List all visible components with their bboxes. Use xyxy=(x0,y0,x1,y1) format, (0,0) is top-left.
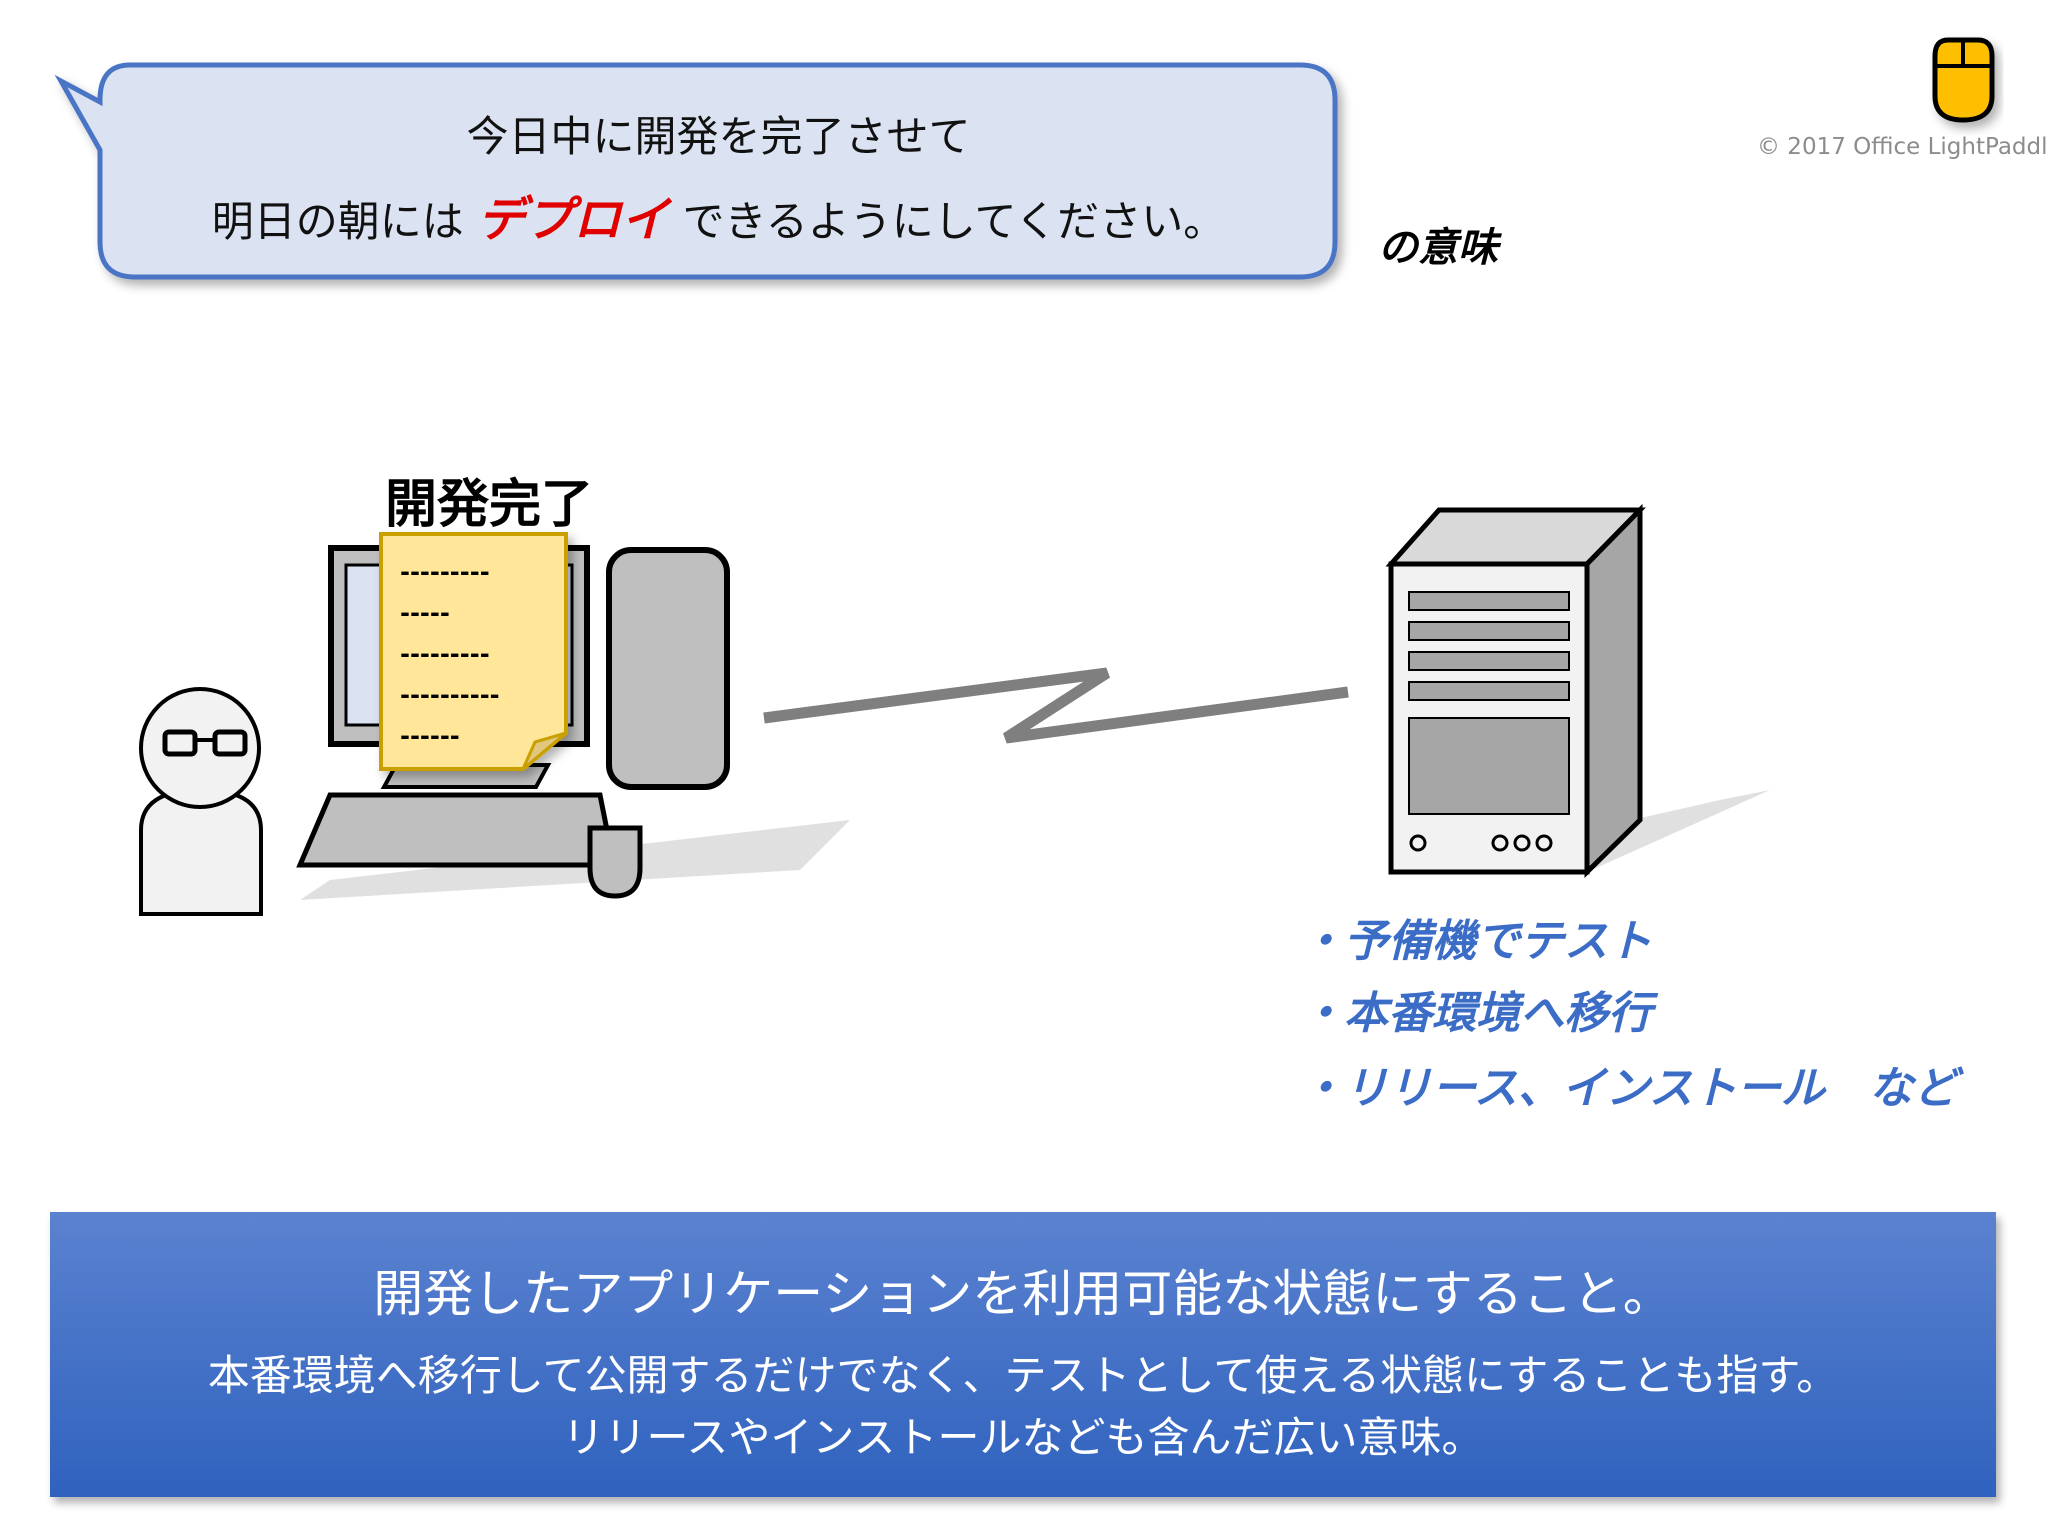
document-icon xyxy=(379,532,568,771)
network-connection-icon xyxy=(763,667,1349,744)
summary-line-3: リリースやインストールなども含んだ広い意味。 xyxy=(562,1413,1484,1462)
summary-line-2: 本番環境へ移行して公開するだけでなく、テストとして使える状態にすることも指す。 xyxy=(207,1351,1839,1400)
bullet-mark: ・ xyxy=(1300,916,1344,967)
keyboard-icon xyxy=(296,792,618,868)
copyright-text: © 2017 Office LightPaddle xyxy=(1757,134,2048,160)
summary-line-1: 開発したアプリケーションを利用可能な状態にすること。 xyxy=(373,1265,1673,1323)
bullet-text: 予備機でテスト xyxy=(1344,916,1652,967)
bullet-text: 本番環境へ移行 xyxy=(1344,988,1652,1039)
pc-tower-icon xyxy=(606,547,730,790)
doc-line: --------- xyxy=(400,558,490,586)
pc-mouse-icon xyxy=(587,825,643,899)
deploy-keyword: デプロイ xyxy=(477,192,670,248)
server-icon xyxy=(1385,503,1646,878)
bubble-line-1: 今日中に開発を完了させて xyxy=(466,112,971,161)
bullet-text: リリース、インストール など xyxy=(1344,1063,1957,1114)
doc-line: ----- xyxy=(400,599,450,627)
meaning-label: の意味 xyxy=(1378,225,1498,271)
bubble-line-2-before: 明日の朝には xyxy=(211,197,464,246)
doc-line: ---------- xyxy=(400,681,500,709)
bubble-line-2: 明日の朝には デプロイ できるようにしてください。 xyxy=(102,180,1335,250)
bullet-item: ・リリース、インストール など xyxy=(1300,1052,1957,1116)
dev-complete-label: 開発完了 xyxy=(385,475,594,535)
bullet-mark: ・ xyxy=(1300,1063,1344,1114)
doc-line: --------- xyxy=(400,640,490,668)
person-icon xyxy=(139,687,263,916)
bullet-mark: ・ xyxy=(1300,988,1344,1039)
bullet-item: ・本番環境へ移行 xyxy=(1300,977,1652,1041)
mouse-icon xyxy=(1932,37,1995,123)
speech-bubble xyxy=(54,62,1338,280)
summary-banner: 開発したアプリケーションを利用可能な状態にすること。 本番環境へ移行して公開する… xyxy=(50,1212,1996,1497)
bubble-line-2-after: できるようにしてください。 xyxy=(682,197,1226,246)
document-lines: --------- ----- --------- ---------- ---… xyxy=(400,552,500,757)
bullet-item: ・予備機でテスト xyxy=(1300,905,1652,969)
doc-line: ------ xyxy=(400,722,460,750)
